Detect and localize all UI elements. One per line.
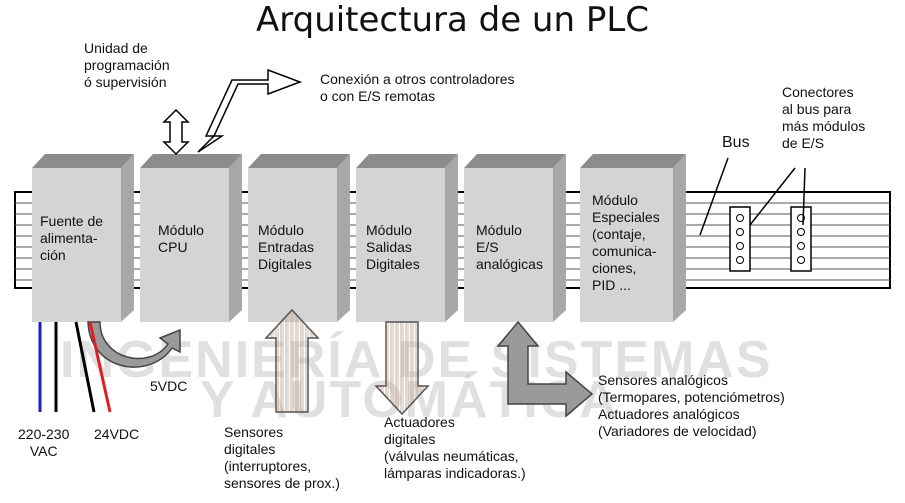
digital-sensors-label: Sensores digitales (interruptores, senso…	[224, 424, 340, 491]
connector-pointer-line-1	[749, 167, 796, 226]
programming-unit-label: Unidad de programación ó supervisión	[84, 40, 170, 90]
vac-label: 220-230 VAC	[18, 426, 70, 459]
programming-double-arrow	[162, 108, 190, 156]
connectors-label: Conectores al bus para más módulos de E/…	[782, 84, 866, 151]
page-title: Arquitectura de un PLC	[255, 0, 650, 40]
digital-output-arrow	[374, 321, 430, 416]
module-box-aio	[464, 154, 566, 322]
module-box-power	[32, 154, 134, 322]
module-label-dout: Módulo Salidas Digitales	[366, 222, 420, 272]
connection-arrow	[197, 68, 303, 153]
bus-label: Bus	[722, 134, 750, 151]
analog-label: Sensores analógicos (Termopares, potenci…	[598, 372, 785, 439]
module-box-din	[248, 154, 350, 322]
module-label-power: Fuente de alimenta- ción	[40, 213, 104, 263]
digital-input-arrow	[264, 308, 320, 413]
digital-actuators-label: Actuadores digitales (válvulas neumática…	[384, 414, 526, 481]
connector-pointer-line-2	[802, 167, 806, 226]
wire-24vdc-black	[74, 321, 96, 413]
module-box-special	[580, 154, 686, 322]
module-label-aio: Módulo E/S analógicas	[476, 222, 543, 272]
bus-connector-2	[790, 206, 812, 272]
bus-connector-1	[729, 206, 751, 272]
vdc5-label: 5VDC	[150, 378, 188, 394]
analog-io-arrow	[496, 320, 594, 418]
module-label-din: Módulo Entradas Digitales	[258, 222, 315, 272]
bus-pointer-line	[699, 157, 729, 236]
power-5vdc-arrow	[87, 321, 181, 368]
wire-24vdc-red	[88, 321, 112, 413]
connection-label: Conexión a otros controladores o con E/S…	[320, 71, 515, 104]
vdc24-label: 24VDC	[94, 426, 140, 442]
module-label-special: Módulo Especiales (contaje, comunica- ci…	[592, 192, 660, 293]
module-box-cpu	[140, 154, 242, 322]
module-label-cpu: Módulo CPU	[158, 222, 204, 255]
module-box-dout	[356, 154, 458, 322]
